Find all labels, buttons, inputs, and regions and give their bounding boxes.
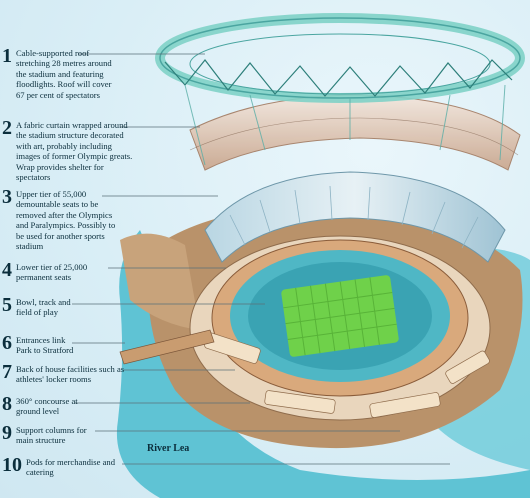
callout-5: 5 Bowl, track and field of play: [2, 295, 78, 318]
callout-number: 6: [2, 332, 12, 354]
callout-number: 4: [2, 259, 12, 281]
callout-text: 360° concourse at ground level: [16, 396, 78, 417]
callout-number: 8: [2, 393, 12, 415]
callout-2: 2 A fabric curtain wrapped around the st…: [2, 118, 134, 182]
river-label: River Lea: [147, 443, 190, 454]
callout-text: Upper tier of 55,000 demountable seats t…: [16, 189, 116, 252]
callout-10: 10 Pods for merchandise and catering: [2, 455, 126, 478]
callout-text: Cable-supported roof stretching 28 metre…: [16, 48, 112, 100]
callout-text: Lower tier of 25,000 permanent seats: [16, 262, 88, 283]
callout-text: Bowl, track and field of play: [16, 297, 71, 318]
callout-number: 2: [2, 117, 12, 139]
callout-9: 9 Support columns for main structure: [2, 423, 104, 446]
callout-text: A fabric curtain wrapped around the stad…: [16, 120, 133, 183]
callout-text: Pods for merchandise and catering: [26, 457, 116, 478]
callout-number: 10: [2, 454, 22, 476]
callout-1: 1 Cable-supported roof stretching 28 met…: [2, 46, 116, 100]
callout-7: 7 Back of house facilities such as athle…: [2, 362, 136, 385]
callout-3: 3 Upper tier of 55,000 demountable seats…: [2, 187, 116, 251]
callout-text: Back of house facilities such as athlete…: [16, 364, 125, 385]
callout-number: 3: [2, 186, 12, 208]
roof-truss: [164, 59, 513, 97]
callout-number: 7: [2, 361, 12, 383]
leader-lines: [72, 53, 450, 465]
site-ground-left: [120, 233, 200, 330]
callout-8: 8 360° concourse at ground level: [2, 394, 84, 417]
callout-4: 4 Lower tier of 25,000 permanent seats: [2, 260, 120, 283]
callout-text: Support columns for main structure: [16, 425, 87, 446]
callout-number: 1: [2, 45, 12, 67]
callout-6: 6 Entrances link Park to Stratford: [2, 333, 80, 356]
entrance-bridge: [119, 329, 215, 365]
callout-number: 5: [2, 294, 12, 316]
callout-text: Entrances link Park to Stratford: [16, 335, 74, 356]
callout-number: 9: [2, 422, 12, 444]
upper-tier: [204, 171, 506, 263]
